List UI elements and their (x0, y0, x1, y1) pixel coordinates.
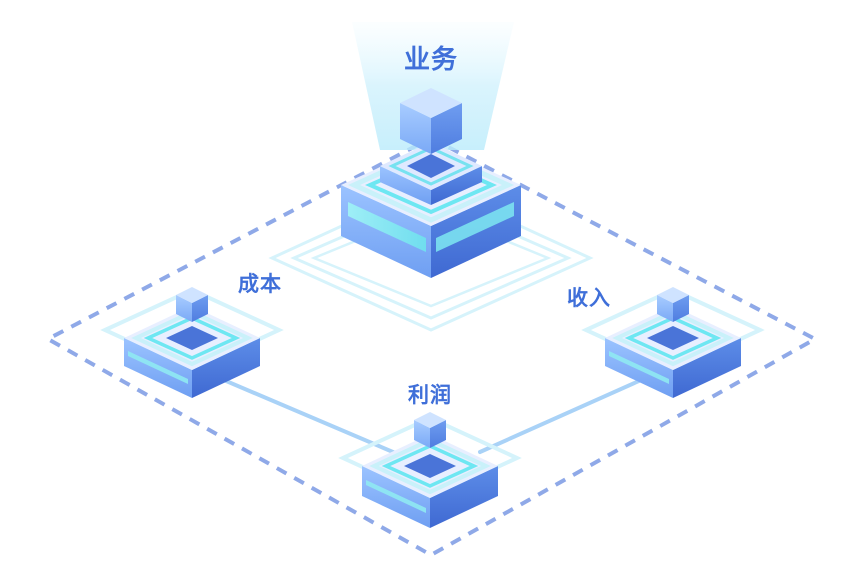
business-platform (341, 88, 521, 278)
dashed-boundary (46, 136, 817, 557)
connector-cost-profit (203, 370, 402, 457)
floor-rings (268, 183, 594, 332)
label-cost: 成本 (238, 272, 282, 296)
connectors (203, 366, 670, 457)
label-business: 业务 (404, 45, 458, 75)
income-platform (581, 287, 765, 398)
light-beam (352, 22, 514, 150)
label-profit: 利润 (408, 383, 452, 407)
label-income: 收入 (567, 286, 611, 310)
profit-platform (338, 412, 522, 528)
connector-profit-income (478, 366, 670, 454)
cost-platform (100, 287, 284, 398)
